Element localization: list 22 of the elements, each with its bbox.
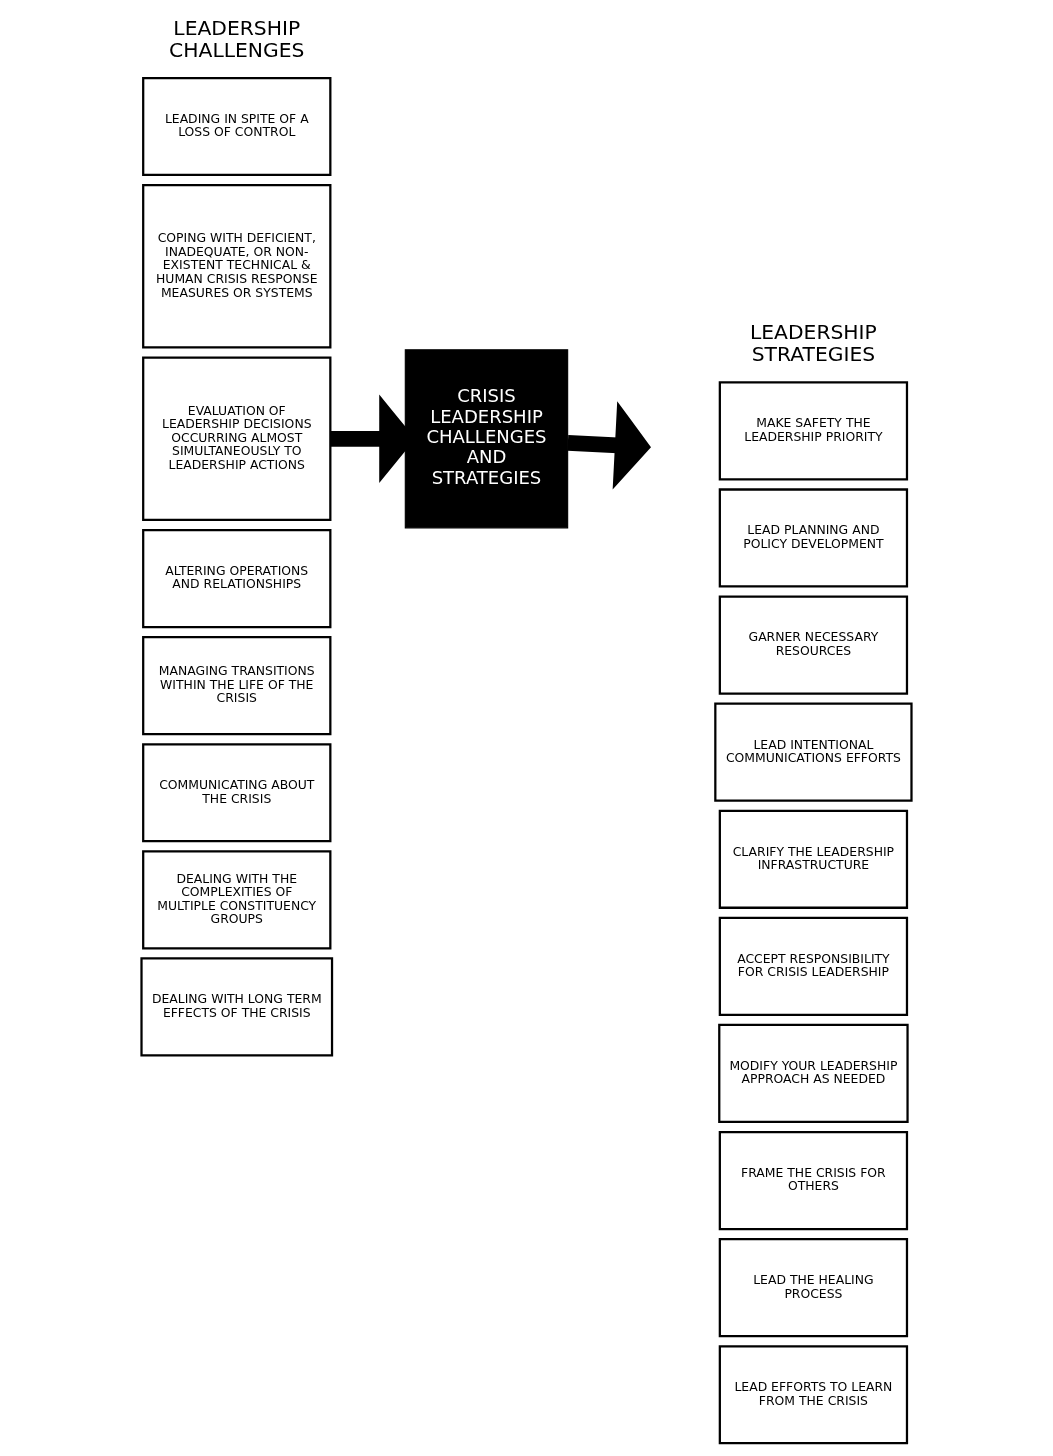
node-box: COPING WITH DEFICIENT, INADEQUATE, OR NON-EXISTENT TECHNICAL & HUMAN CRISIS RESPONSE MEASURES OR SYSTEMS [142,183,332,349]
node-box: LEAD INTENTIONAL COMMUNICATIONS EFFORTS [714,702,913,802]
node-box: DEALING WITH THE COMPLEXITIES OF MULTIPLE CONSTITUENCY GROUPS [142,849,332,949]
node-box: LEAD EFFORTS TO LEARN FROM THE CRISIS [718,1344,909,1444]
node-box: ACCEPT RESPONSIBILITY FOR CRISIS LEADERSHIP [718,916,909,1016]
node-box: LEADING IN SPITE OF A LOSS OF CONTROL [142,76,332,176]
node-box: MANAGING TRANSITIONS WITHIN THE LIFE OF THE CRISIS [142,635,332,735]
node-box: COMMUNICATING ABOUT THE CRISIS [142,742,332,842]
node-box: FRAME THE CRISIS FOR OTHERS [718,1130,909,1230]
node-box: CLARIFY THE LEADERSHIP INFRASTRUCTURE [718,809,909,909]
label: LEADERSHIP CHALLENGES [169,15,305,62]
node-box: EVALUATION OF LEADERSHIP DECISIONS OCCURRING ALMOST SIMULTANEOUSLY TO LEADERSHIP ACTIONS [142,355,332,521]
label: LEADERSHIP STRATEGIES [749,319,877,366]
node-box: MODIFY YOUR LEADERSHIP APPROACH AS NEEDED [718,1023,909,1123]
node-box: LEAD PLANNING AND POLICY DEVELOPMENT [718,487,909,588]
node-box: DEALING WITH LONG TERM EFFECTS OF THE CRISIS [140,956,334,1057]
node-box: GARNER NECESSARY RESOURCES [718,594,909,695]
node-box: CRISIS LEADERSHIP CHALLENGES AND STRATEGIES [404,348,569,528]
node-box: LEAD THE HEALING PROCESS [718,1237,909,1337]
arrow [567,400,651,489]
node-box: ALTERING OPERATIONS AND RELATIONSHIPS [142,528,332,628]
node-box: MAKE SAFETY THE LEADERSHIP PRIORITY [718,380,909,480]
